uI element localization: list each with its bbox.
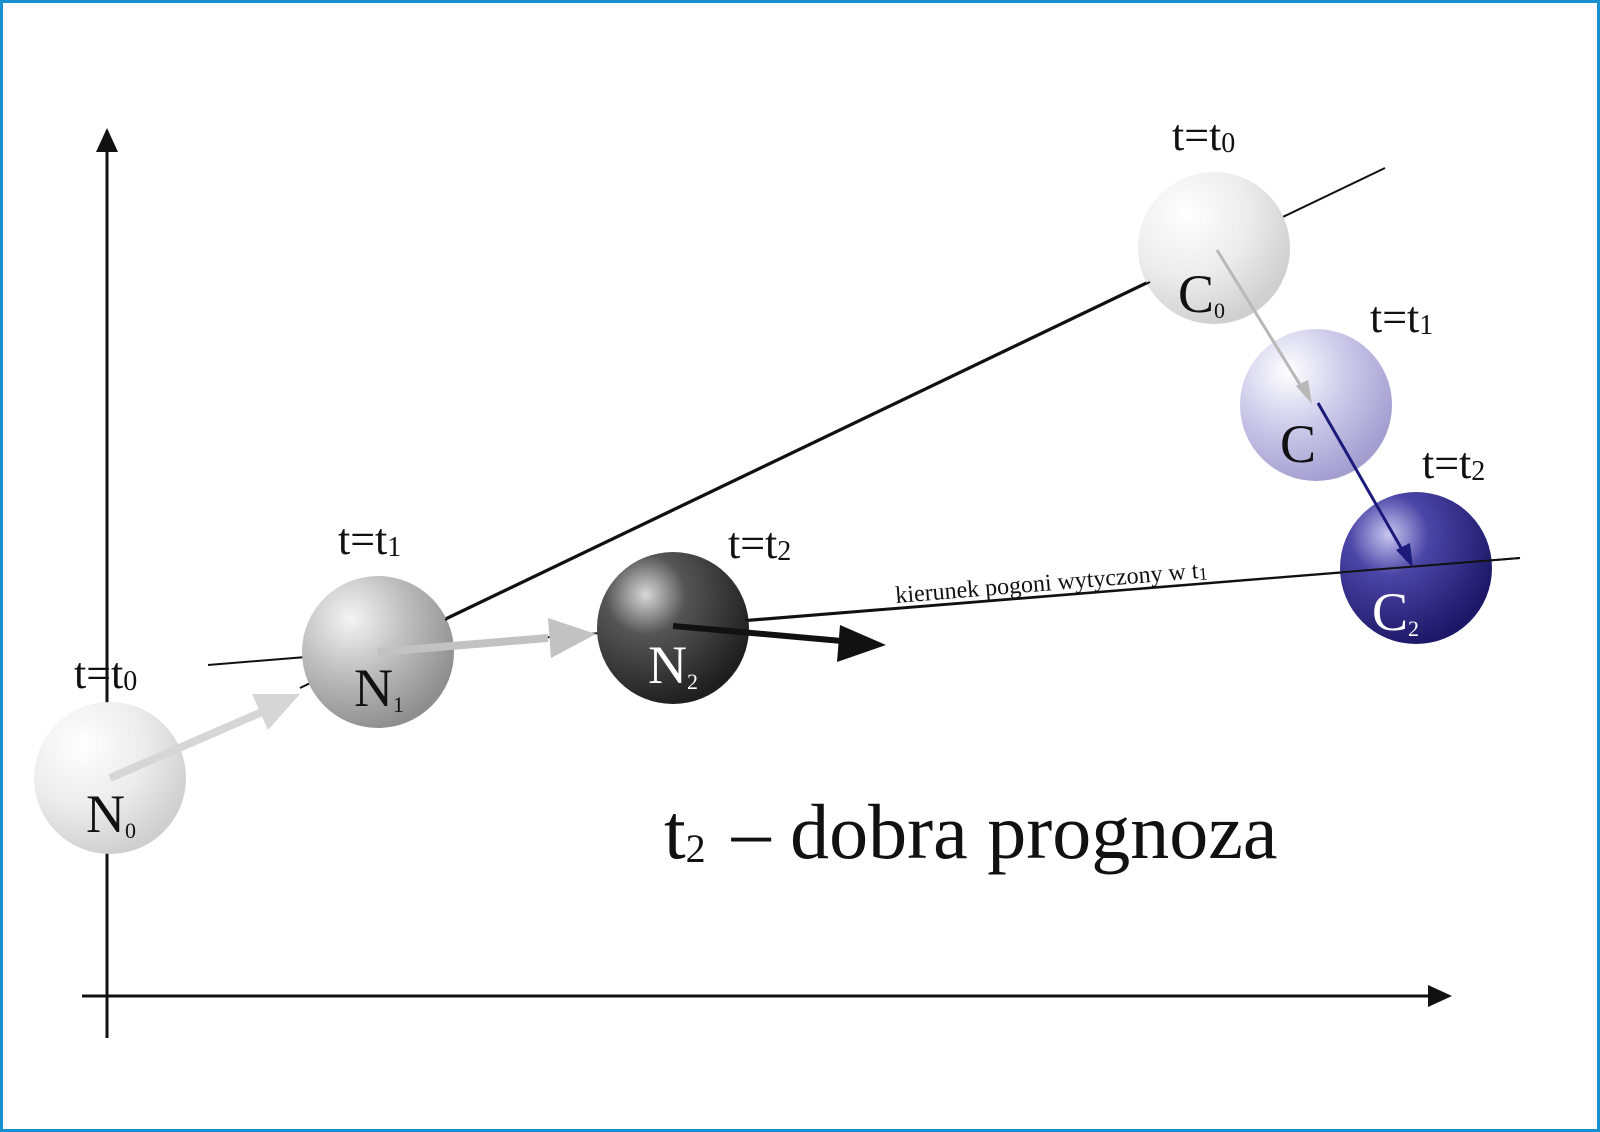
time-label-n1: t=t1: [338, 515, 401, 564]
time-label-n0: t=t0: [74, 649, 137, 698]
time-label-n2: t=t2: [728, 519, 791, 568]
ball-n1-label: N1: [354, 658, 404, 718]
arrow-c1-c2: [1316, 402, 1413, 568]
ball-n0-label: N0: [86, 784, 136, 844]
ball-c2-label: C2: [1372, 582, 1419, 642]
caption: t2– dobra prognoza: [664, 788, 1277, 875]
arrow-n0-n1: [108, 694, 300, 782]
arrow-n2-forward: [672, 623, 886, 662]
ball-c0-label: C0: [1178, 264, 1225, 324]
x-axis: [82, 985, 1452, 1007]
x-axis-arrowhead: [1428, 985, 1452, 1007]
sight-line-overlay: [444, 281, 1151, 621]
pursuit-direction-note: kierunek pogoni wytyczony w t1: [894, 557, 1208, 609]
pursuit-line-overlay: [744, 557, 1521, 621]
ball-c0: [1138, 172, 1290, 324]
ball-c1: [1240, 329, 1392, 481]
ball-c2: [1340, 492, 1492, 644]
y-axis-arrowhead: [96, 128, 118, 152]
arrow-c0-c1: [1215, 249, 1312, 404]
arrow-n1-n2: [377, 618, 596, 658]
time-label-c2: t=t2: [1422, 439, 1485, 488]
y-axis: [96, 128, 118, 1038]
ball-n2-label: N2: [648, 635, 698, 695]
ball-c1-label: C: [1280, 414, 1316, 474]
time-label-c0: t=t0: [1172, 111, 1235, 160]
time-label-c1: t=t1: [1370, 293, 1433, 342]
